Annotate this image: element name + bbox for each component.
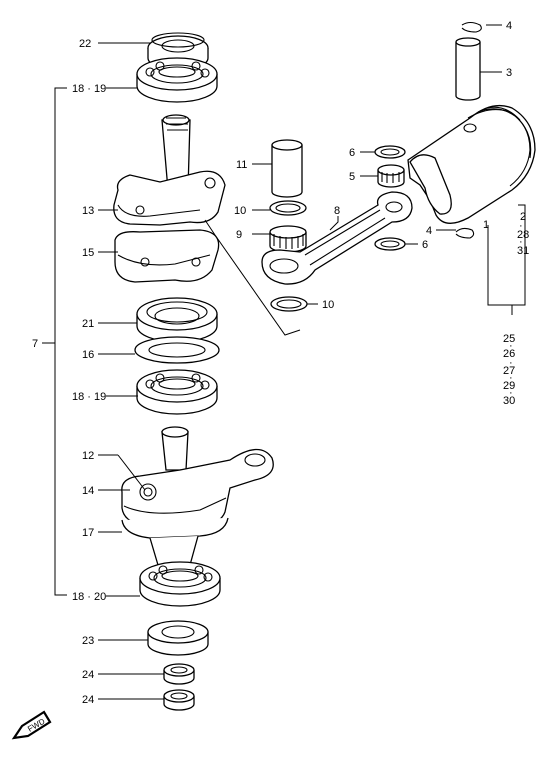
part-labels: 22 18 · 19 13 15 21 16 18 · 19 12 14 17 … (32, 20, 529, 706)
label-10-bottom: 10 (322, 299, 334, 311)
crankpin-guide-line (204, 219, 301, 336)
label-17: 17 (82, 527, 94, 539)
label-10-top: 10 (234, 205, 246, 217)
label-1: 1 (483, 219, 489, 231)
part-21-seal (136, 297, 218, 343)
part-18-20-lower-bearing (139, 561, 221, 607)
upper-crankshaft (161, 114, 191, 195)
label-29: 29 (503, 380, 515, 392)
part-10-washer-top (269, 200, 307, 216)
part-18-19-mid-bearing (136, 369, 218, 415)
label-dot-b: · (519, 236, 523, 248)
part-10-washer-bottom (270, 296, 308, 312)
part-24-washer-b (163, 689, 195, 711)
label-18-19-mid: 18 · 19 (72, 391, 106, 403)
part-3-piston-pin (455, 37, 481, 101)
part-11-sleeve (271, 139, 303, 198)
part-15-crank-web (114, 229, 220, 283)
part-6-washer-top (374, 145, 406, 159)
label-31: 31 (517, 245, 529, 257)
label-7: 7 (32, 338, 38, 350)
part-5-needle-bearing (377, 164, 405, 188)
part-18-19-top-bearing (136, 57, 218, 103)
label-25: 25 (503, 333, 515, 345)
label-21: 21 (82, 318, 94, 330)
label-6-bottom: 6 (422, 239, 428, 251)
part-9-needle-bearing (269, 225, 307, 253)
label-26: 26 (503, 348, 515, 360)
part-13-crank-web (113, 170, 226, 226)
label-9: 9 (236, 229, 242, 241)
label-5: 5 (349, 171, 355, 183)
part-4-clip-bottom (455, 227, 475, 239)
part-4-clip-top (461, 21, 482, 33)
label-2: 2 (520, 211, 526, 223)
part-6-washer-bottom (374, 237, 406, 251)
label-18-20: 18 · 20 (72, 591, 106, 603)
leader-lines (98, 24, 502, 700)
label-3: 3 (506, 67, 512, 79)
label-24-a: 24 (82, 669, 94, 681)
label-18-19-top: 18 · 19 (72, 83, 106, 95)
label-12: 12 (82, 450, 94, 462)
label-dot-f: · (509, 387, 513, 399)
label-4-bottom: 4 (426, 225, 432, 237)
label-4-top: 4 (506, 20, 512, 32)
label-27: 27 (503, 365, 515, 377)
label-22: 22 (79, 38, 91, 50)
part-24-washer-a (163, 663, 195, 685)
label-6-top: 6 (349, 147, 355, 159)
label-dot-d: · (509, 357, 513, 369)
label-14: 14 (82, 485, 94, 497)
label-28: 28 (517, 229, 529, 241)
label-11: 11 (236, 159, 247, 171)
part-23-seal (147, 620, 209, 656)
label-8: 8 (334, 205, 340, 217)
label-30: 30 (503, 395, 515, 407)
label-16: 16 (82, 349, 94, 361)
label-13: 13 (82, 205, 94, 217)
lower-crankshaft (121, 426, 274, 566)
label-dot-a: · (519, 220, 523, 232)
label-dot-e: · (509, 372, 513, 384)
part-16-ring (134, 336, 220, 364)
label-dot-c: · (509, 340, 513, 352)
fwd-arrow: FWD (11, 710, 52, 740)
part-1-piston (407, 104, 536, 224)
label-15: 15 (82, 247, 94, 259)
label-23: 23 (82, 635, 94, 647)
part-8-connecting-rod (261, 191, 413, 285)
piston-group-bracket (487, 204, 526, 315)
label-24-b: 24 (82, 694, 94, 706)
bracket-7 (42, 87, 67, 596)
